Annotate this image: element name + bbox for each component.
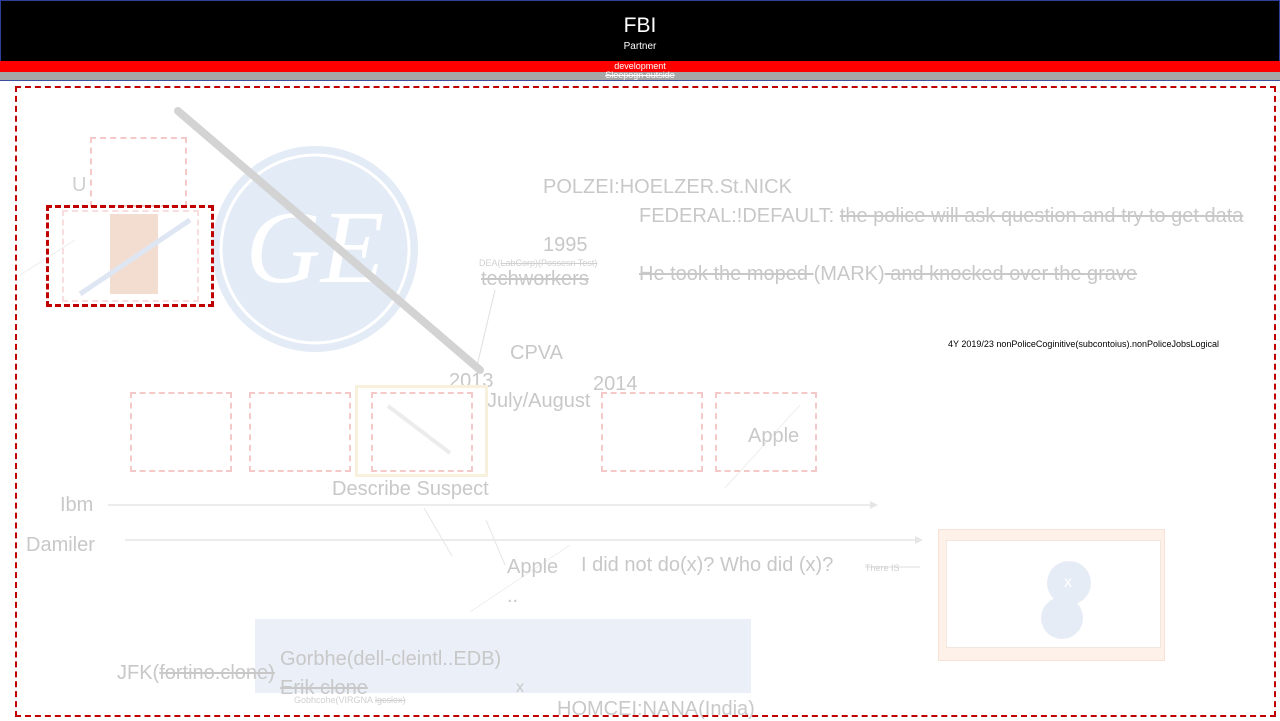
dea-line: DEA(LabCorp)(Possesn Test) (479, 258, 597, 268)
page-title: FBI (623, 14, 657, 37)
gobhcohe-line: Gobhcohe(VIRGNA lgcslex) (294, 695, 406, 705)
jfk-prefix: JFK( (117, 662, 160, 684)
ibm-label: Ibm (60, 494, 94, 516)
homcei-label: HOMCEI:NANA(India) (557, 698, 755, 720)
arrowhead-damiler (915, 536, 923, 544)
connector-line (469, 544, 571, 613)
dea-struck-text: LabCorp)(Possesn Test) (500, 258, 598, 268)
image-box (355, 385, 488, 477)
moped-mark: (MARK) (813, 263, 885, 285)
connector-line (485, 519, 506, 566)
ellipsis-label: .. (507, 585, 519, 607)
placeholder-box (62, 210, 199, 302)
placeholder-box (249, 392, 351, 472)
jfk-line: JFK(fortino.clone) (117, 662, 275, 685)
techworkers-label: techworkers (481, 268, 589, 290)
x-mark: x (516, 679, 524, 696)
arrowhead-ibm (870, 501, 878, 509)
dea-prefix: DEA( (479, 258, 501, 268)
erik-clone-label: Erik clone (280, 677, 368, 699)
grey-band (0, 72, 1280, 81)
selected-image-frame[interactable] (46, 205, 214, 307)
placeholder-box (601, 392, 703, 472)
title-bar (0, 0, 1280, 61)
svg-text:GE: GE (246, 190, 385, 305)
gobhcohe-struck-text: lgcslex) (375, 695, 406, 705)
placeholder-box (371, 392, 473, 472)
july-august-label: July/August (487, 390, 591, 412)
damiler-label: Damiler (26, 534, 95, 556)
left-glyph: U (72, 174, 87, 196)
diagonal-bar (174, 107, 484, 374)
book-cover-image (110, 214, 158, 294)
federal-prefix: FEDERAL:!DEFAULT: (639, 205, 840, 227)
jfk-struck-text: fortino.clone) (159, 662, 275, 684)
moped-struck-text: and knocked over the grave (884, 263, 1138, 285)
connector-line (475, 289, 496, 371)
image-thumbnail (386, 404, 452, 455)
moped-line: He took the moped (MARK) and knocked ove… (639, 263, 1137, 286)
info-panel (255, 619, 751, 693)
ge-logo-icon: GE (212, 146, 418, 352)
placeholder-box (90, 137, 187, 207)
connector-line (423, 507, 453, 557)
placeholder-box (715, 392, 817, 472)
polzei-label: POLZEI:HOELZER.St.NICK (543, 176, 792, 198)
canvas-frame[interactable] (15, 86, 1276, 717)
connector-line (724, 404, 801, 489)
red-band-label: development (614, 61, 666, 71)
grey-band-label: Sleepogn outside (605, 70, 675, 80)
placeholder-box (130, 392, 232, 472)
federal-line: FEDERAL:!DEFAULT: the police will ask qu… (639, 205, 1280, 228)
note-4y: 4Y 2019/23 nonPoliceCoginitive(subcontoi… (948, 339, 1220, 349)
gorbhe-label: Gorbhe(dell-cleintl..EDB) (280, 648, 502, 670)
moped-struck-text: He took the moped (639, 263, 814, 285)
cpva-label: CPVA (510, 342, 563, 364)
badge-x: x (1064, 574, 1072, 591)
slash-line (78, 217, 192, 297)
question-label: I did not do(x)? Who did (x)? (581, 554, 834, 576)
red-band (0, 61, 1280, 72)
year-1995: 1995 (543, 234, 588, 256)
page-subtitle: Partner (623, 41, 657, 52)
gobhcohe-prefix: Gobhcohe(VIRGNA (294, 695, 376, 705)
there-is-label: There IS (865, 563, 900, 573)
federal-struck-text: the police will ask question and try to … (839, 205, 1244, 227)
year-2014: 2014 (593, 373, 638, 395)
person-icon (1041, 561, 1091, 639)
describe-suspect-label: Describe Suspect (332, 478, 489, 500)
apple-label: Apple (507, 556, 559, 578)
apple-box-label: Apple (748, 425, 800, 447)
